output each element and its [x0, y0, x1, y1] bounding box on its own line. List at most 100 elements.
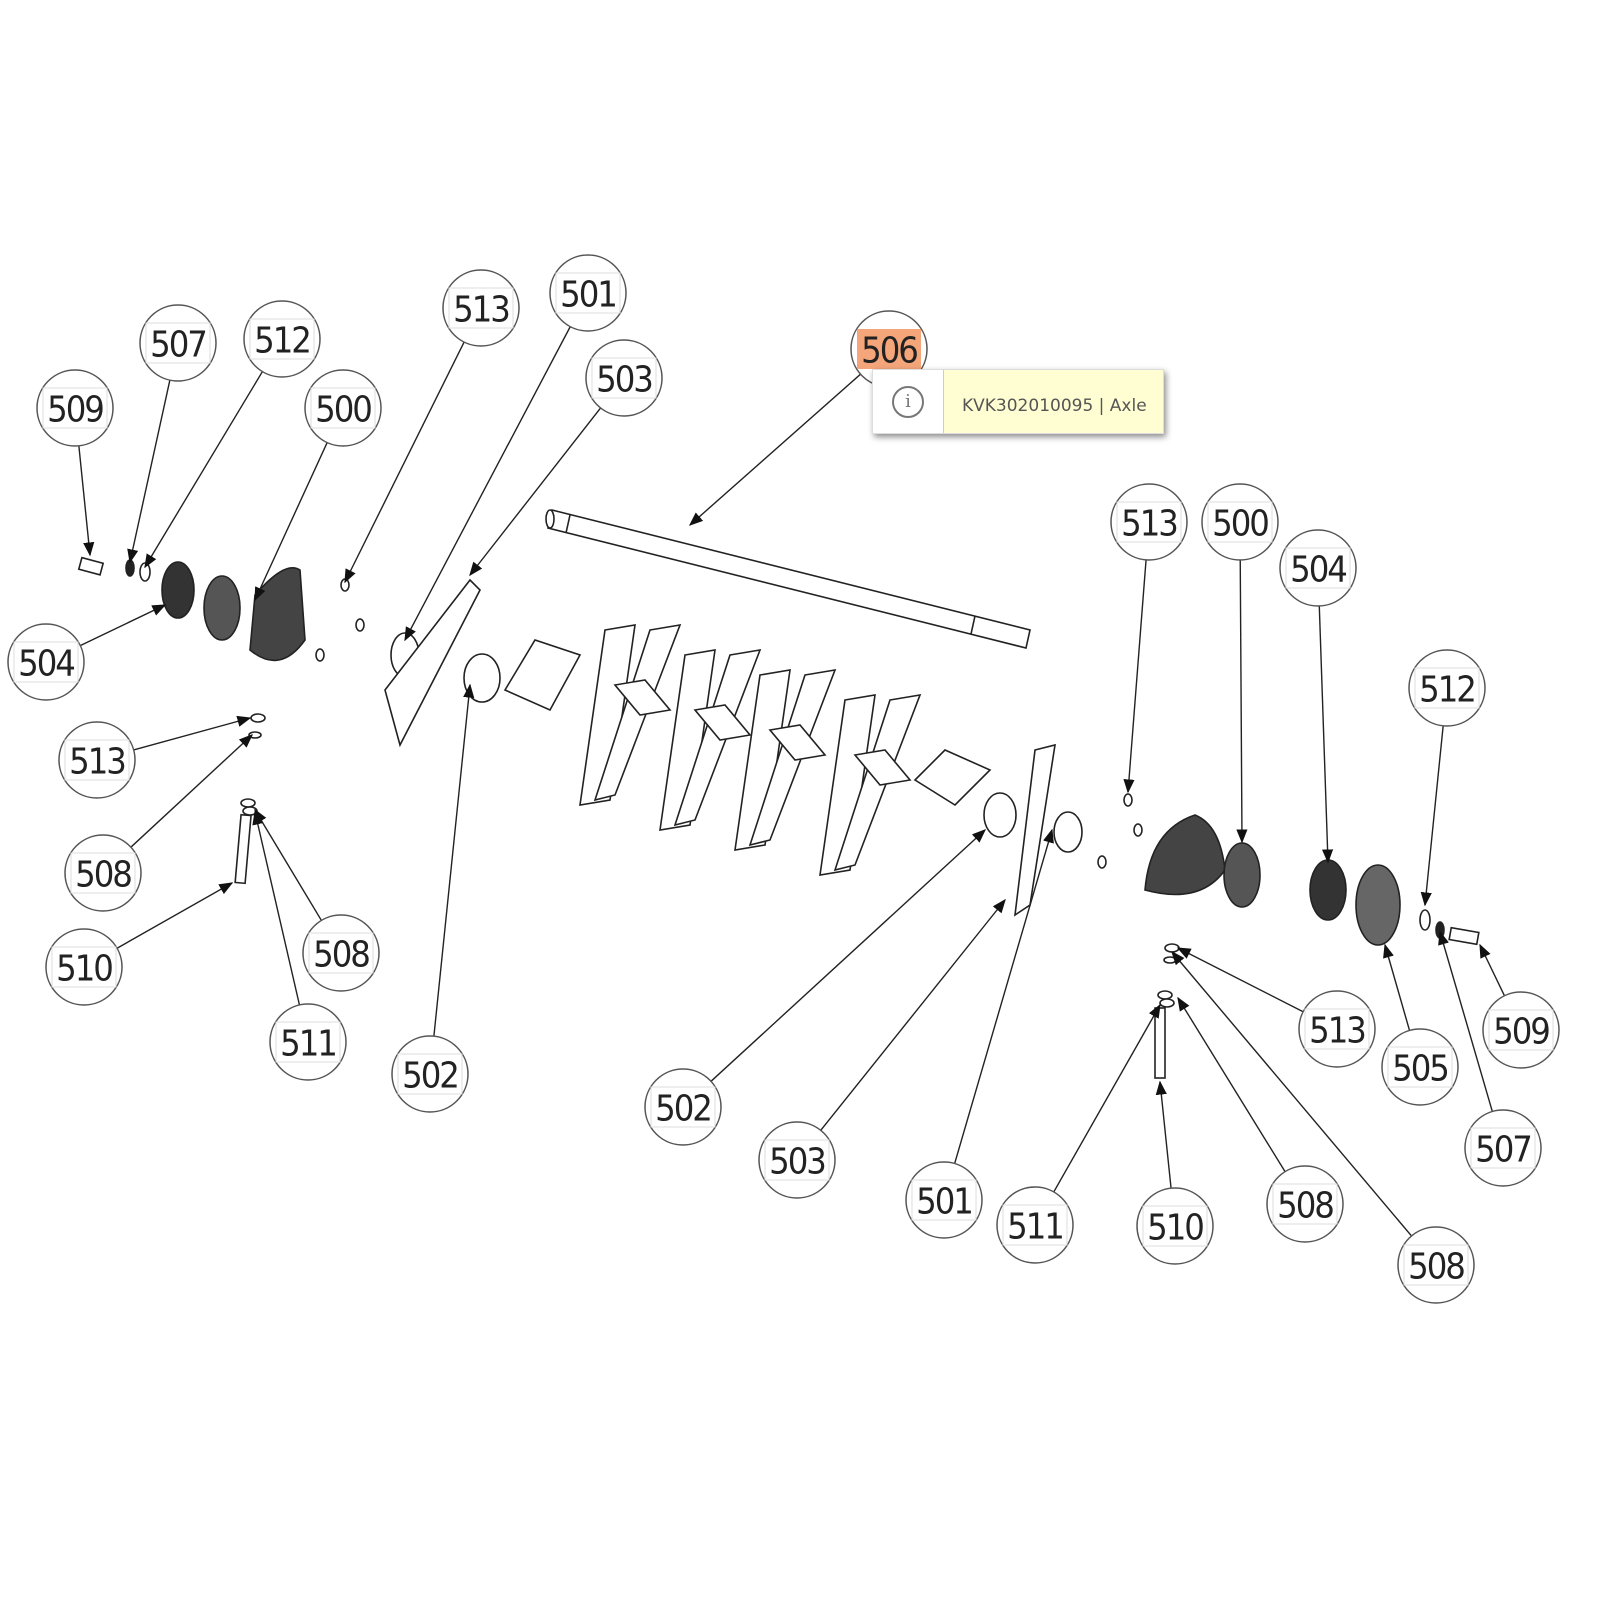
callout-501[interactable]: 501: [905, 1161, 983, 1239]
callout-503[interactable]: 503: [758, 1121, 836, 1199]
callout-label[interactable]: 508: [75, 855, 133, 896]
callout-label[interactable]: 507: [1475, 1130, 1533, 1171]
callout-label[interactable]: 509: [47, 390, 105, 431]
leader-line: [1177, 996, 1286, 1173]
callout-513[interactable]: 513: [1298, 990, 1376, 1068]
callout-circle[interactable]: [304, 369, 382, 447]
callout-500[interactable]: 500: [304, 369, 382, 447]
callout-513[interactable]: 513: [442, 269, 520, 347]
callout-509[interactable]: 509: [1482, 991, 1560, 1069]
callout-507[interactable]: 507: [1464, 1109, 1542, 1187]
callout-circle[interactable]: [302, 914, 380, 992]
callout-label[interactable]: 500: [315, 390, 373, 431]
callout-label[interactable]: 511: [1007, 1207, 1065, 1248]
callout-circle[interactable]: [1110, 483, 1188, 561]
callout-label[interactable]: 502: [655, 1089, 713, 1130]
callout-512[interactable]: 512: [1408, 649, 1486, 727]
callout-502[interactable]: 502: [644, 1068, 722, 1146]
callout-label-box: [764, 1139, 830, 1181]
callout-508[interactable]: 508: [1266, 1165, 1344, 1243]
callout-label[interactable]: 507: [150, 325, 208, 366]
callout-circle[interactable]: [549, 254, 627, 332]
callout-506[interactable]: 506: [850, 310, 928, 388]
callout-label[interactable]: 509: [1493, 1012, 1551, 1053]
callout-label[interactable]: 503: [769, 1142, 827, 1183]
callout-label[interactable]: 501: [916, 1182, 974, 1223]
callout-label[interactable]: 513: [453, 290, 511, 331]
callout-label[interactable]: 508: [1408, 1247, 1466, 1288]
callout-label[interactable]: 513: [1309, 1011, 1367, 1052]
callout-501[interactable]: 501: [549, 254, 627, 332]
callout-label[interactable]: 505: [1392, 1049, 1450, 1090]
callout-label[interactable]: 513: [69, 742, 127, 783]
callout-circle[interactable]: [1266, 1165, 1344, 1243]
callout-508[interactable]: 508: [302, 914, 380, 992]
callout-label[interactable]: 504: [1290, 550, 1348, 591]
callout-label-box: [1207, 501, 1273, 543]
callout-label[interactable]: 510: [56, 949, 114, 990]
callout-circle[interactable]: [442, 269, 520, 347]
callout-502[interactable]: 502: [391, 1035, 469, 1113]
callout-label-box: [308, 932, 374, 974]
part-tooltip: i KVK302010095 | Axle: [872, 369, 1164, 434]
callout-509[interactable]: 509: [36, 369, 114, 447]
callout-circle[interactable]: [7, 623, 85, 701]
callout-circle[interactable]: [1298, 990, 1376, 1068]
leader-line: [1318, 605, 1334, 864]
callout-circle[interactable]: [58, 721, 136, 799]
callout-label[interactable]: 512: [1419, 670, 1477, 711]
callout-label[interactable]: 513: [1121, 504, 1179, 545]
callout-label[interactable]: 510: [1147, 1208, 1205, 1249]
callout-circle[interactable]: [45, 928, 123, 1006]
callout-circle[interactable]: [391, 1035, 469, 1113]
callout-circle[interactable]: [1136, 1187, 1214, 1265]
callout-503[interactable]: 503: [585, 339, 663, 417]
callout-label[interactable]: 503: [596, 360, 654, 401]
callout-circle[interactable]: [1464, 1109, 1542, 1187]
callout-label[interactable]: 501: [560, 275, 618, 316]
callout-circle[interactable]: [64, 834, 142, 912]
callout-circle[interactable]: [644, 1068, 722, 1146]
callout-504[interactable]: 504: [7, 623, 85, 701]
callout-label[interactable]: 504: [18, 644, 76, 685]
axle-part: [545, 509, 1031, 649]
callout-510[interactable]: 510: [45, 928, 123, 1006]
callout-circle[interactable]: [905, 1161, 983, 1239]
callout-label[interactable]: 500: [1212, 504, 1270, 545]
callout-500[interactable]: 500: [1201, 483, 1279, 561]
callout-circle[interactable]: [1482, 991, 1560, 1069]
callout-label[interactable]: 511: [280, 1024, 338, 1065]
callout-511[interactable]: 511: [269, 1003, 347, 1081]
callout-508[interactable]: 508: [64, 834, 142, 912]
callout-circle[interactable]: [1201, 483, 1279, 561]
callout-label[interactable]: 512: [254, 321, 312, 362]
callout-circle[interactable]: [1408, 649, 1486, 727]
callout-circle[interactable]: [269, 1003, 347, 1081]
reel-blade: [579, 624, 636, 806]
callout-label[interactable]: 508: [313, 935, 371, 976]
callout-513[interactable]: 513: [58, 721, 136, 799]
callout-513[interactable]: 513: [1110, 483, 1188, 561]
callout-label-box: [911, 1179, 977, 1221]
callout-circle[interactable]: [1397, 1226, 1475, 1304]
callout-circle[interactable]: [996, 1186, 1074, 1264]
callout-507[interactable]: 507: [139, 304, 217, 382]
callout-circle[interactable]: [36, 369, 114, 447]
callout-512[interactable]: 512: [243, 300, 321, 378]
callout-circle[interactable]: [1279, 529, 1357, 607]
callout-circle[interactable]: [139, 304, 217, 382]
callout-511[interactable]: 511: [996, 1186, 1074, 1264]
leader-line: [116, 882, 234, 949]
callout-508[interactable]: 508: [1397, 1226, 1475, 1304]
callout-circle[interactable]: [1381, 1028, 1459, 1106]
callout-label[interactable]: 502: [402, 1056, 460, 1097]
callout-circle[interactable]: [758, 1121, 836, 1199]
callout-label[interactable]: 506: [861, 331, 919, 372]
parts-drawing: [77, 509, 1480, 1079]
callout-510[interactable]: 510: [1136, 1187, 1214, 1265]
callout-label[interactable]: 508: [1277, 1186, 1335, 1227]
callout-circle[interactable]: [585, 339, 663, 417]
callout-circle[interactable]: [243, 300, 321, 378]
callout-505[interactable]: 505: [1381, 1028, 1459, 1106]
callout-504[interactable]: 504: [1279, 529, 1357, 607]
